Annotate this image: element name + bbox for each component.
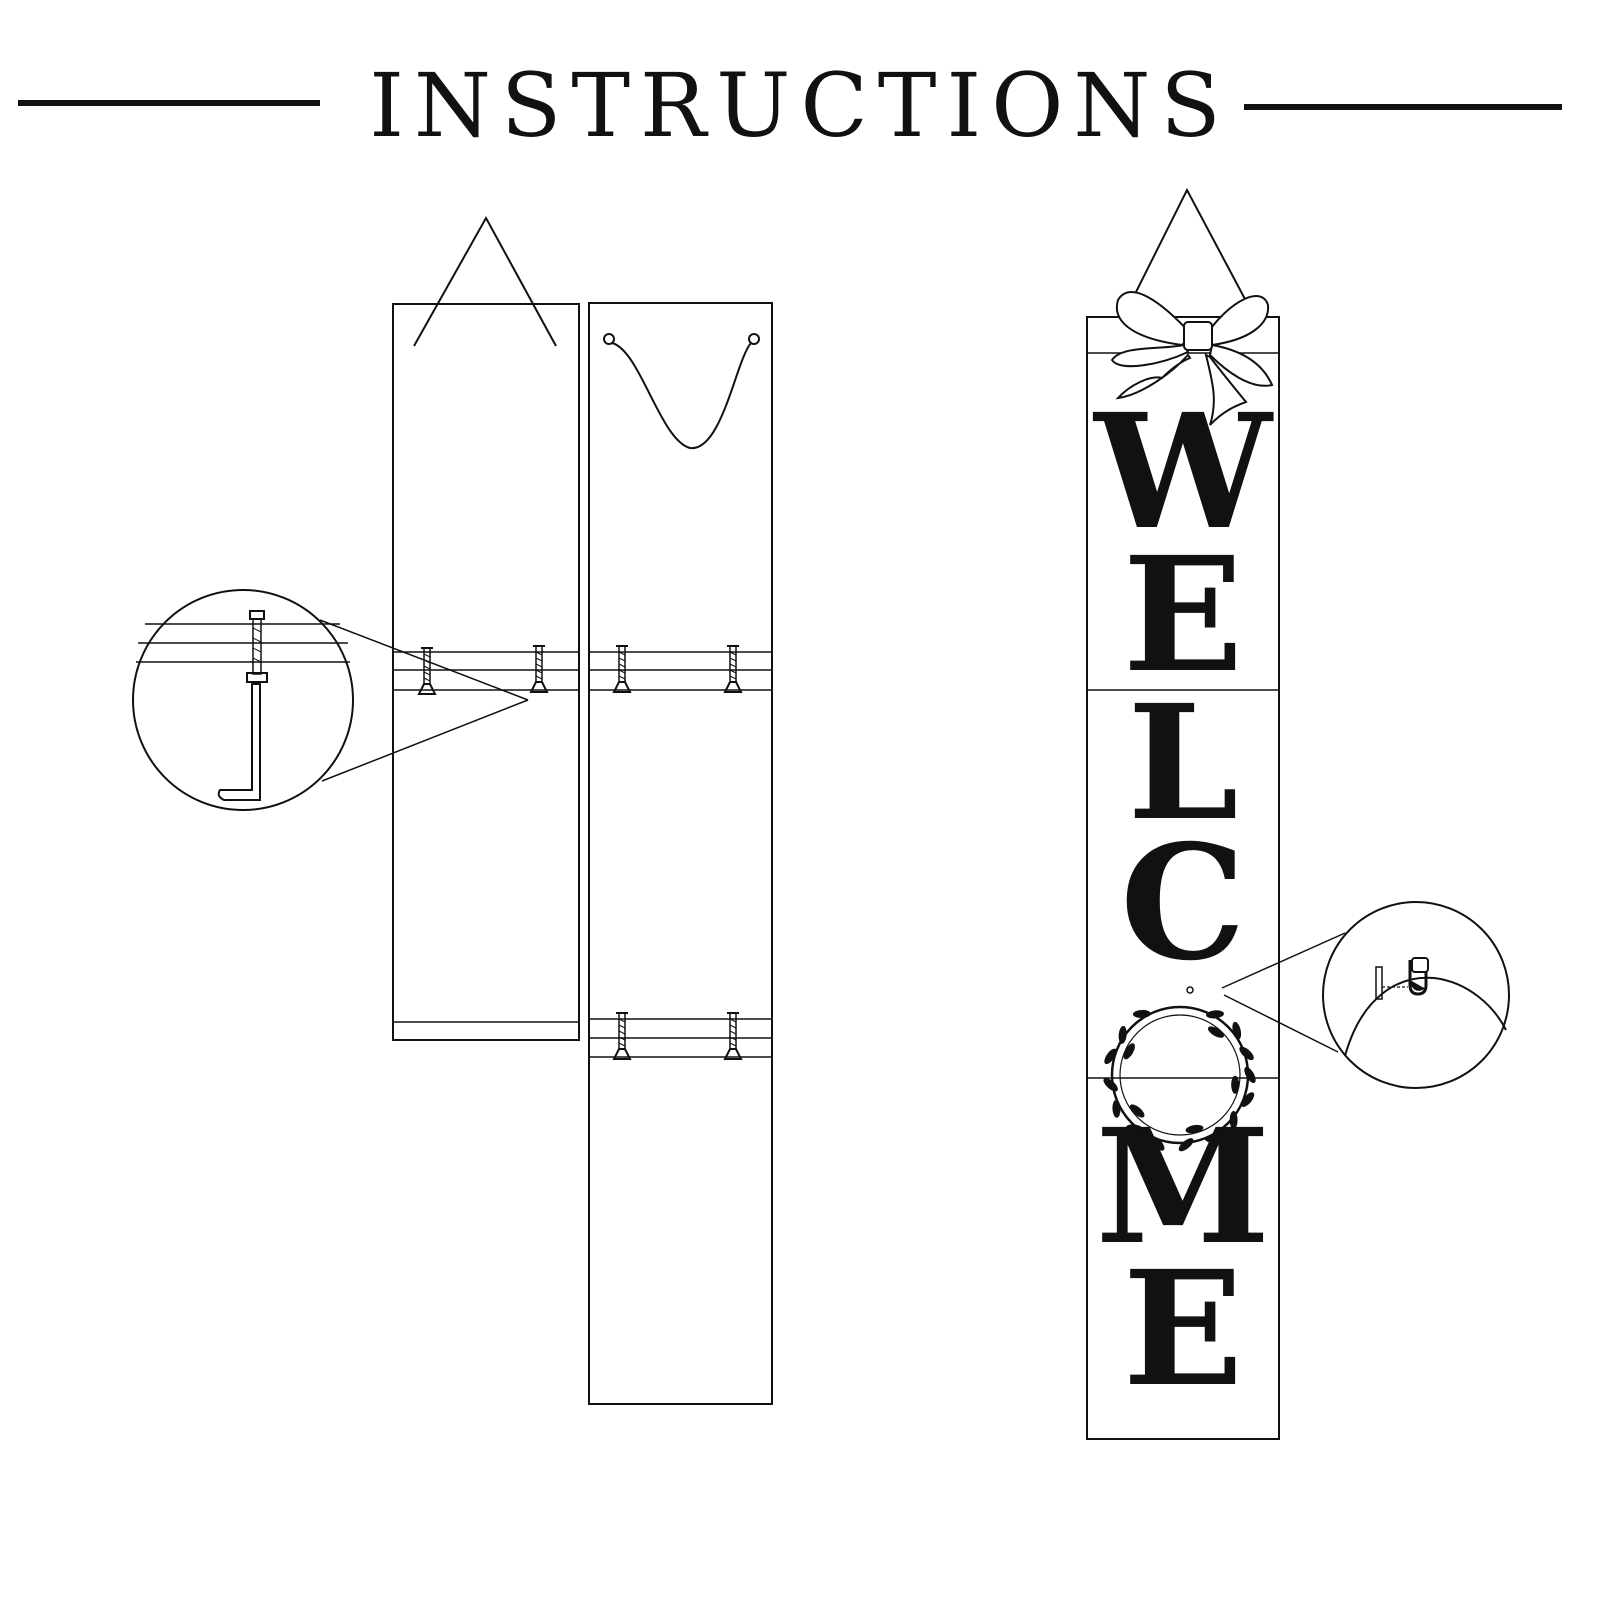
board-top-panel [392,215,580,1041]
hex-key-icon [217,683,261,801]
bolt-detail-callout [132,589,529,811]
bolt-icon [724,645,742,693]
sign-letter-w: W [1092,380,1274,565]
bolt-icon [613,645,631,693]
wreath-icon [1101,986,1258,1154]
hook-detail-callout [1221,901,1510,1089]
sign-letter-e2: E [1123,1237,1243,1422]
bolt-icon [246,610,268,683]
bow-icon [1110,291,1274,426]
hanging-wire [1123,187,1255,317]
assembled-welcome-sign: W E L C M E [1086,187,1280,1440]
sign-letter-m: M [1096,1095,1271,1280]
bolt-icon [418,647,436,695]
sign-letter-c: C [1120,811,1246,996]
bolt-icon [530,645,548,693]
sign-letter-e: E [1123,523,1243,708]
wall-hook-icon [1375,957,1429,1000]
hanging-rope-icon [603,333,760,450]
hanging-wire [413,215,557,347]
board-back-panel [588,302,773,1405]
bolt-icon [724,1012,742,1060]
page-title: INSTRUCTIONS [369,54,1230,157]
sign-letter-l: L [1127,671,1238,856]
bolt-icon [613,1012,631,1060]
